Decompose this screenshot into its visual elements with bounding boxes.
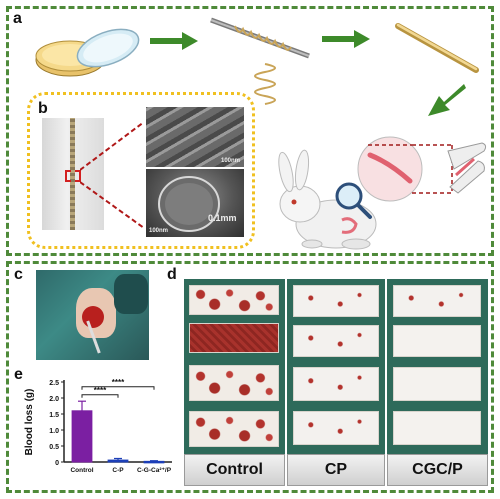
rod-zoom-box [65,170,81,182]
process-arrow-1 [150,32,198,50]
sem-scale-top: 100nm [220,158,240,164]
sig-label-2: **** [94,386,107,395]
gauze-cp-3 [293,367,379,401]
rabbit-illustration [278,149,377,250]
magnifier-icon [335,182,372,219]
process-arrow-3 [428,84,466,116]
panel-b-label: b [38,100,48,117]
gauze-column-control [184,279,285,459]
x-tick-label: Control [70,467,93,474]
bar-0 [71,410,93,463]
y-tick-label: 0.5 [49,444,59,451]
gauze-control-1 [189,285,279,315]
bar-2 [143,460,165,464]
gauze-cgcp-1 [393,285,481,317]
gauze-cgcp-4 [393,411,481,445]
x-tick-label: C-P [112,467,124,474]
panel-d-label: d [167,266,177,283]
panel-cde-frame [6,261,494,493]
panel-a-label: a [13,10,22,27]
leg-implant-zoom [357,136,487,202]
gauze-control-4 [189,411,279,447]
zoom-lines [80,121,145,229]
gauze-label-control: Control [184,454,285,486]
panel-e-label: e [14,366,23,383]
gauze-cp-4 [293,411,379,445]
panel-b-frame [27,92,255,249]
process-arrow-2 [322,30,370,48]
surgery-photo [36,270,149,360]
sem-diameter-label: 0.1mm [208,213,237,223]
sig-bracket-2 [81,394,119,398]
straight-rod [395,23,479,73]
bar-1 [107,459,129,463]
y-tick-label: 1.0 [49,428,59,435]
sem-scale-bottom: 100nm [149,228,169,234]
gauze-cp-1 [293,285,379,317]
gauze-label-cgcp: CGC/P [387,454,488,486]
y-tick-label: 0 [55,460,59,467]
gauze-label-cp: CP [287,454,385,486]
y-axis-label: Blood loss (g) [24,389,35,456]
sig-bracket-1 [81,386,155,390]
y-tick-label: 1.5 [49,412,59,419]
sem-image-cross-section: 0.1mm 100nm [146,169,244,237]
gauze-cp-2 [293,325,379,357]
panel-c-label: c [14,266,23,283]
gauze-column-cgcp [387,279,488,459]
twisted-fiber-coil [210,17,310,105]
sig-label-1: **** [112,378,125,387]
petri-dish-illustration [35,28,140,77]
panel-a-frame [6,6,494,256]
gauze-cgcp-3 [393,367,481,401]
y-tick-label: 2.0 [49,396,59,403]
x-tick-label: C-G-Ca²⁺/P [137,467,172,474]
gauze-cgcp-2 [393,325,481,357]
gauze-column-cp [287,279,385,459]
rod-photo [42,118,104,230]
sem-image-surface: 100nm [146,107,244,167]
y-tick-label: 2.5 [49,380,59,387]
gauze-control-2 [189,323,279,353]
gauze-control-3 [189,365,279,401]
